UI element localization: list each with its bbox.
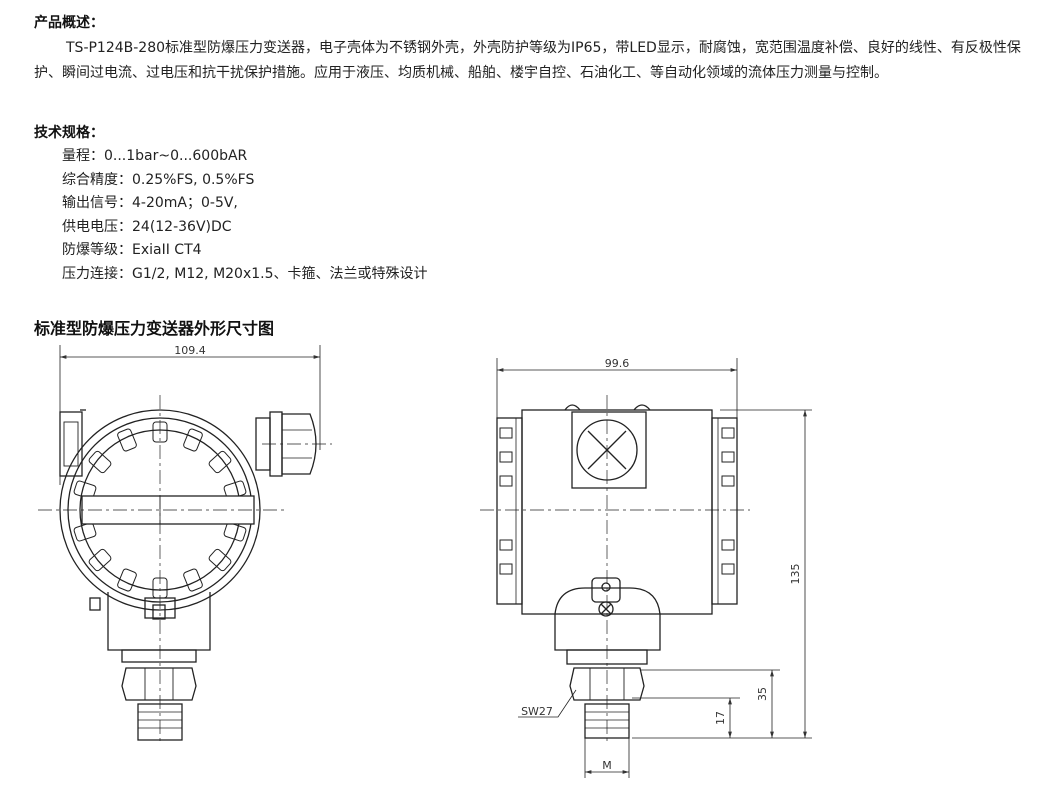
spec-label: 综合精度： xyxy=(62,171,132,188)
spec-value: 0.25%FS, 0.5%FS xyxy=(132,171,255,188)
spec-value: 0...1bar~0...600bAR xyxy=(104,148,248,164)
spec-output: 输出信号：4-20mA；0-5V, xyxy=(62,192,428,216)
dim-thread-length: 17 xyxy=(714,711,727,725)
spec-label: 输出信号： xyxy=(62,195,132,212)
spec-value: 4-20mA；0-5V, xyxy=(132,195,238,212)
dim-left-width: 109.4 xyxy=(174,344,206,357)
spec-supply: 供电电压：24(12-36V)DC xyxy=(62,216,428,240)
overview-text: TS-P124B-280标准型防爆压力变送器，电子壳体为不锈钢外壳，外壳防护等级… xyxy=(34,40,1021,81)
spec-label: 压力连接： xyxy=(62,265,132,282)
front-view xyxy=(38,345,332,745)
spec-label: 量程： xyxy=(62,148,104,164)
side-view xyxy=(480,358,812,778)
spec-label: 供电电压： xyxy=(62,218,132,235)
spec-value: 24(12-36V)DC xyxy=(132,218,232,235)
dim-thread: M xyxy=(602,759,612,772)
spec-value: ExiaII CT4 xyxy=(132,242,202,259)
spec-range: 量程：0...1bar~0...600bAR xyxy=(62,145,428,169)
spec-value: G1/2, M12, M20x1.5、卡箍、法兰或特殊设计 xyxy=(132,265,428,282)
spec-connection: 压力连接：G1/2, M12, M20x1.5、卡箍、法兰或特殊设计 xyxy=(62,263,428,287)
dim-wrench-size: SW27 xyxy=(521,705,553,718)
spec-accuracy: 综合精度：0.25%FS, 0.5%FS xyxy=(62,169,428,193)
overview-heading: 产品概述： xyxy=(34,15,104,31)
spec-explosion-class: 防爆等级：ExiaII CT4 xyxy=(62,239,428,263)
dim-lower-height: 35 xyxy=(756,687,769,701)
drawing-title: 标准型防爆压力变送器外形尺寸图 xyxy=(34,319,275,338)
dim-total-height: 135 xyxy=(789,564,802,585)
specs-list: 量程：0...1bar~0...600bAR 综合精度：0.25%FS, 0.5… xyxy=(62,145,428,287)
specs-heading: 技术规格： xyxy=(34,125,104,141)
spec-label: 防爆等级： xyxy=(62,242,132,259)
dim-right-width: 99.6 xyxy=(605,357,630,370)
